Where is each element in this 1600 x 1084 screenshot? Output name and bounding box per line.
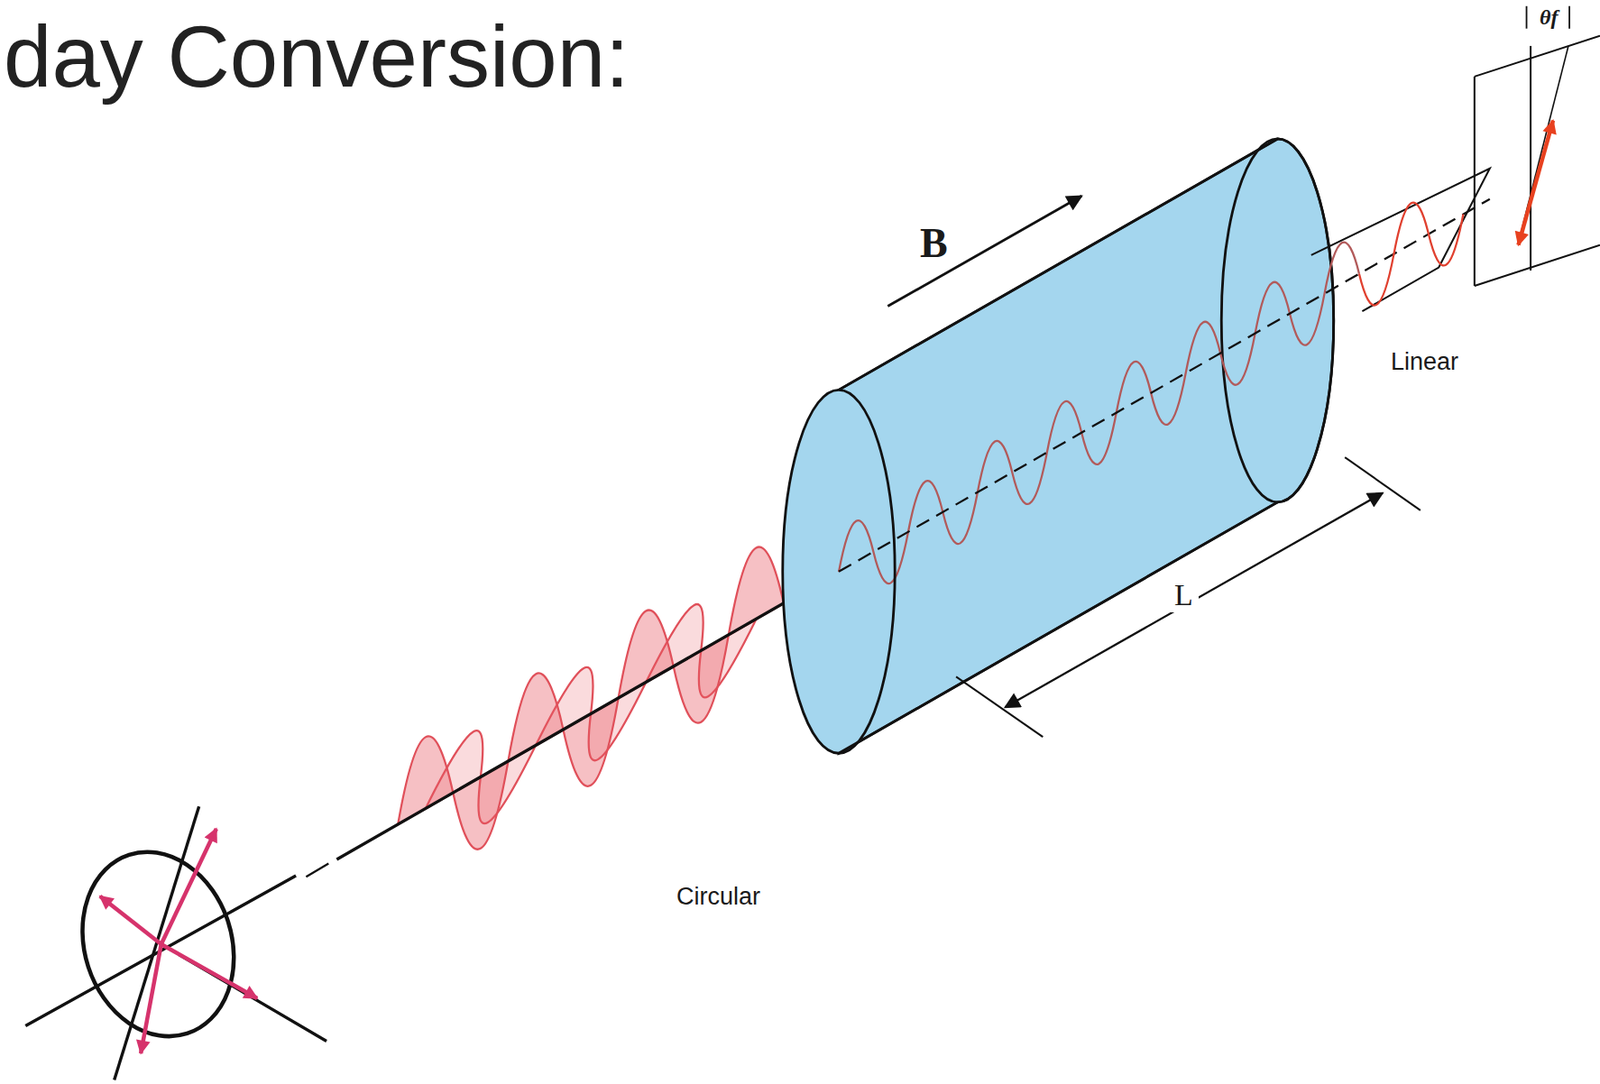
length-dimension: [956, 457, 1421, 737]
polarization-frame: [1474, 6, 1600, 286]
circular-wave: [305, 547, 839, 878]
field-label: B: [919, 220, 948, 268]
dimension-label: L: [1168, 577, 1199, 613]
faraday-cylinder: [782, 138, 1490, 754]
polarization-label: Linear: [1390, 348, 1459, 377]
linear-wave: [1311, 168, 1490, 312]
slide-title: day Conversion:: [3, 13, 630, 101]
polarization-symbol: [25, 806, 327, 1080]
polarization-label: Circular: [676, 882, 761, 911]
field-arrow: [887, 195, 1082, 306]
angle-label: θf: [1539, 5, 1558, 31]
